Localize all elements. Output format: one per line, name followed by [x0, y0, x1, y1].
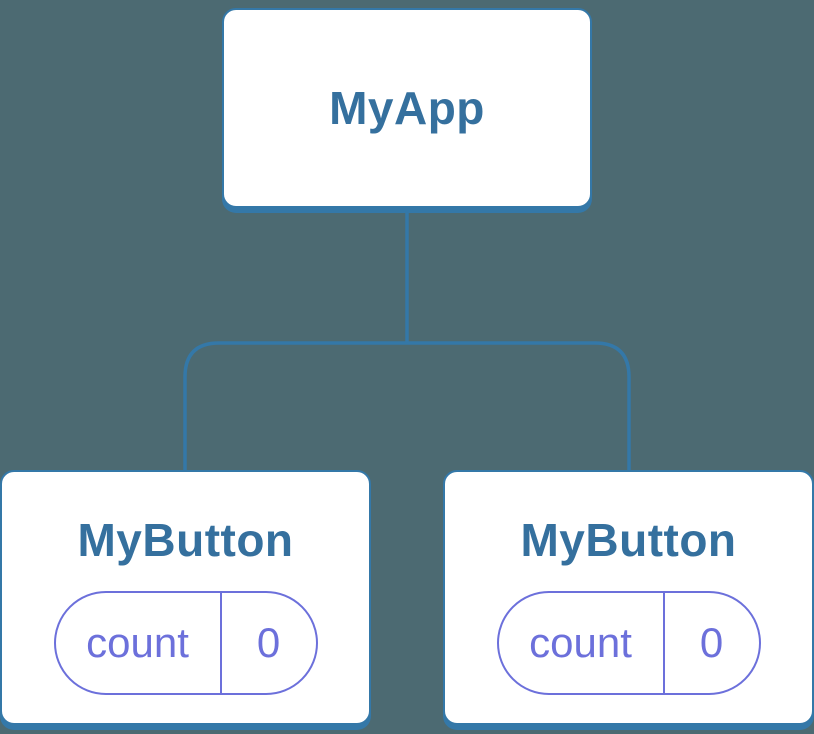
component-node-child-right: MyButton count 0	[443, 470, 814, 725]
component-node-child-left: MyButton count 0	[0, 470, 371, 725]
connector-branch	[183, 341, 631, 470]
component-label: MyButton	[77, 514, 294, 566]
component-node-root: MyApp	[222, 8, 592, 208]
state-value: 0	[662, 592, 759, 693]
state-key-label: count	[86, 618, 189, 666]
component-label: MyApp	[329, 81, 485, 134]
component-label: MyButton	[520, 514, 737, 566]
state-pill: count 0	[53, 590, 318, 695]
state-key-label: count	[529, 618, 632, 666]
state-pill: count 0	[496, 590, 761, 695]
state-value: 0	[219, 592, 316, 693]
